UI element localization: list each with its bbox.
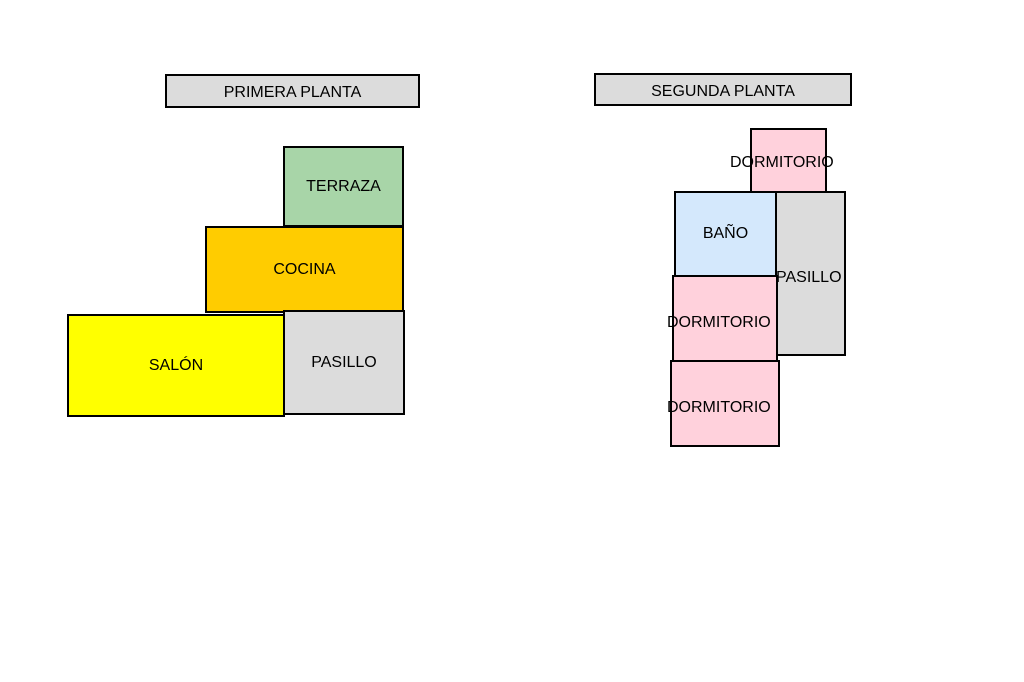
primera-planta-title-text: PRIMERA PLANTA xyxy=(223,84,362,101)
room-cocina: COCINA xyxy=(205,226,404,313)
segunda-planta-title-text: SEGUNDA PLANTA xyxy=(651,82,795,100)
room-pasillo-primera-label: PASILLO xyxy=(311,353,377,371)
room-pasillo-primera: PASILLO xyxy=(283,310,405,415)
room-dormitorio-top: DORMITORIO xyxy=(730,128,834,193)
room-pasillo-segunda: PASILLO xyxy=(774,191,846,356)
room-dormitorio-mid-label: DORMITORIO xyxy=(667,314,771,331)
room-terraza: TERRAZA xyxy=(283,146,404,227)
room-dormitorio-mid: DORMITORIO xyxy=(667,275,778,362)
room-bano: BAÑO xyxy=(674,191,777,277)
room-salon-label: SALÓN xyxy=(148,356,204,374)
room-cocina-label: COCINA xyxy=(273,260,336,278)
room-salon: SALÓN xyxy=(67,314,285,417)
segunda-planta-title: SEGUNDA PLANTA xyxy=(594,73,852,106)
room-bano-label: BAÑO xyxy=(702,225,749,242)
primera-planta-title: PRIMERA PLANTA xyxy=(165,74,420,108)
room-dormitorio-top-label: DORMITORIO xyxy=(730,154,834,171)
room-terraza-label: TERRAZA xyxy=(306,177,381,195)
room-dormitorio-bot: DORMITORIO xyxy=(667,360,780,447)
room-dormitorio-bot-label: DORMITORIO xyxy=(667,399,771,416)
room-pasillo-segunda-label: PASILLO xyxy=(776,269,842,286)
